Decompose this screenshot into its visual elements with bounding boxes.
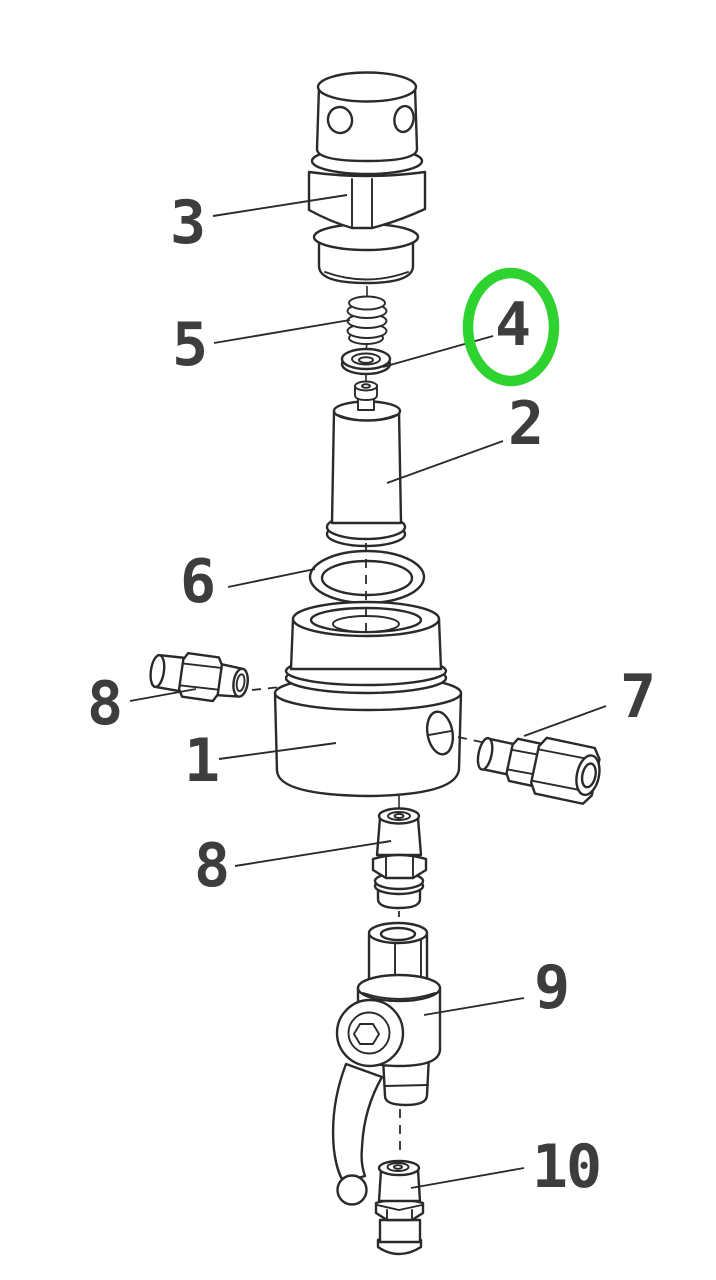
part-9-label: 9 (533, 953, 570, 1023)
part-2-cylinder-drawing (325, 380, 407, 548)
body-side-port (425, 710, 455, 756)
dashed-axis-right (457, 736, 487, 744)
part-7-label: 7 (619, 662, 656, 732)
part-8-bottom-fitting-drawing (371, 807, 428, 910)
part-9-valve-drawing (331, 921, 442, 1206)
hex-socket (353, 1023, 380, 1045)
part-3-cap-drawing (307, 71, 427, 285)
cap-hole-left (326, 105, 354, 135)
leader-part-5 (213, 319, 351, 344)
part-7-fitting-drawing (476, 736, 601, 805)
highlight-ring (462, 267, 560, 387)
leader-part-2 (386, 440, 504, 484)
leader-part-7 (523, 705, 607, 737)
part-8-bottom-label: 8 (193, 831, 230, 901)
leader-part-1 (218, 742, 337, 760)
part-6-oring-drawing (308, 549, 426, 605)
part-5-label: 5 (171, 310, 208, 380)
part-5-spring-drawing (346, 295, 388, 345)
leader-part-3 (212, 194, 348, 217)
part-3-label: 3 (169, 188, 206, 258)
part-4-washer-drawing (340, 347, 392, 376)
leader-part-6 (227, 568, 316, 588)
part-8-left-label: 8 (86, 669, 123, 739)
part-1-label: 1 (183, 726, 220, 796)
part-10-label: 10 (531, 1132, 602, 1202)
part-8-left-fitting-drawing (149, 651, 250, 703)
part-4-label: 4 (494, 290, 531, 360)
valve-handle-knob (336, 1174, 368, 1206)
leader-part-10 (410, 1167, 525, 1189)
leader-part-8-left (129, 688, 197, 702)
part-10-fitting-drawing (374, 1159, 425, 1256)
leader-part-9 (423, 997, 525, 1016)
part-6-label: 6 (179, 547, 216, 617)
cap-hole-right (393, 104, 415, 134)
part-1-body-drawing (273, 600, 463, 798)
part-2-label: 2 (507, 389, 544, 459)
leader-part-8-bottom (234, 840, 392, 867)
